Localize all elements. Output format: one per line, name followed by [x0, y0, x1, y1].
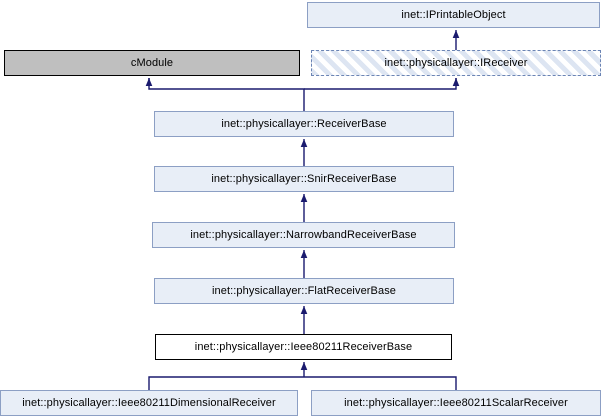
node-label: inet::physicallayer::SnirReceiverBase	[211, 172, 397, 185]
node-label: inet::physicallayer::Ieee80211ScalarRece…	[344, 396, 568, 409]
node-label: inet::IPrintableObject	[401, 8, 506, 21]
node-cmodule[interactable]: cModule	[4, 50, 300, 76]
node-inet-physicallayer-flatreceiverbase[interactable]: inet::physicallayer::FlatReceiverBase	[154, 278, 454, 304]
node-label: inet::physicallayer::Ieee80211Dimensiona…	[22, 396, 276, 409]
node-inet-physicallayer-ieee80211dimensionalreceiver[interactable]: inet::physicallayer::Ieee80211Dimensiona…	[0, 390, 298, 416]
node-inet-physicallayer-ieee80211receiverbase[interactable]: inet::physicallayer::Ieee80211ReceiverBa…	[155, 334, 452, 360]
node-inet-iprintableobject[interactable]: inet::IPrintableObject	[307, 2, 600, 28]
node-inet-physicallayer-snirreceiverbase[interactable]: inet::physicallayer::SnirReceiverBase	[154, 166, 454, 192]
edge-dimensionalreceiver-to-ieee80211receiverbase	[148, 376, 304, 390]
node-label: inet::physicallayer::FlatReceiverBase	[211, 284, 397, 297]
node-label: inet::physicallayer::IReceiver	[384, 56, 528, 69]
edge-scalarreceiver-to-ieee80211receiverbase	[304, 376, 457, 390]
node-label: cModule	[130, 56, 174, 69]
node-label: inet::physicallayer::NarrowbandReceiverB…	[190, 228, 417, 241]
node-inet-physicallayer-ieee80211scalarreceiver[interactable]: inet::physicallayer::Ieee80211ScalarRece…	[311, 390, 601, 416]
node-inet-physicallayer-ireceiver[interactable]: inet::physicallayer::IReceiver	[311, 50, 601, 76]
edge-receiverbase-to-bases	[148, 78, 305, 111]
edge-receiverbase-riser	[304, 78, 457, 90]
node-label: inet::physicallayer::Ieee80211ReceiverBa…	[194, 340, 413, 353]
node-inet-physicallayer-receiverbase[interactable]: inet::physicallayer::ReceiverBase	[154, 111, 454, 137]
node-label: inet::physicallayer::ReceiverBase	[221, 117, 387, 130]
node-inet-physicallayer-narrowbandreceiverbase[interactable]: inet::physicallayer::NarrowbandReceiverB…	[152, 222, 455, 248]
